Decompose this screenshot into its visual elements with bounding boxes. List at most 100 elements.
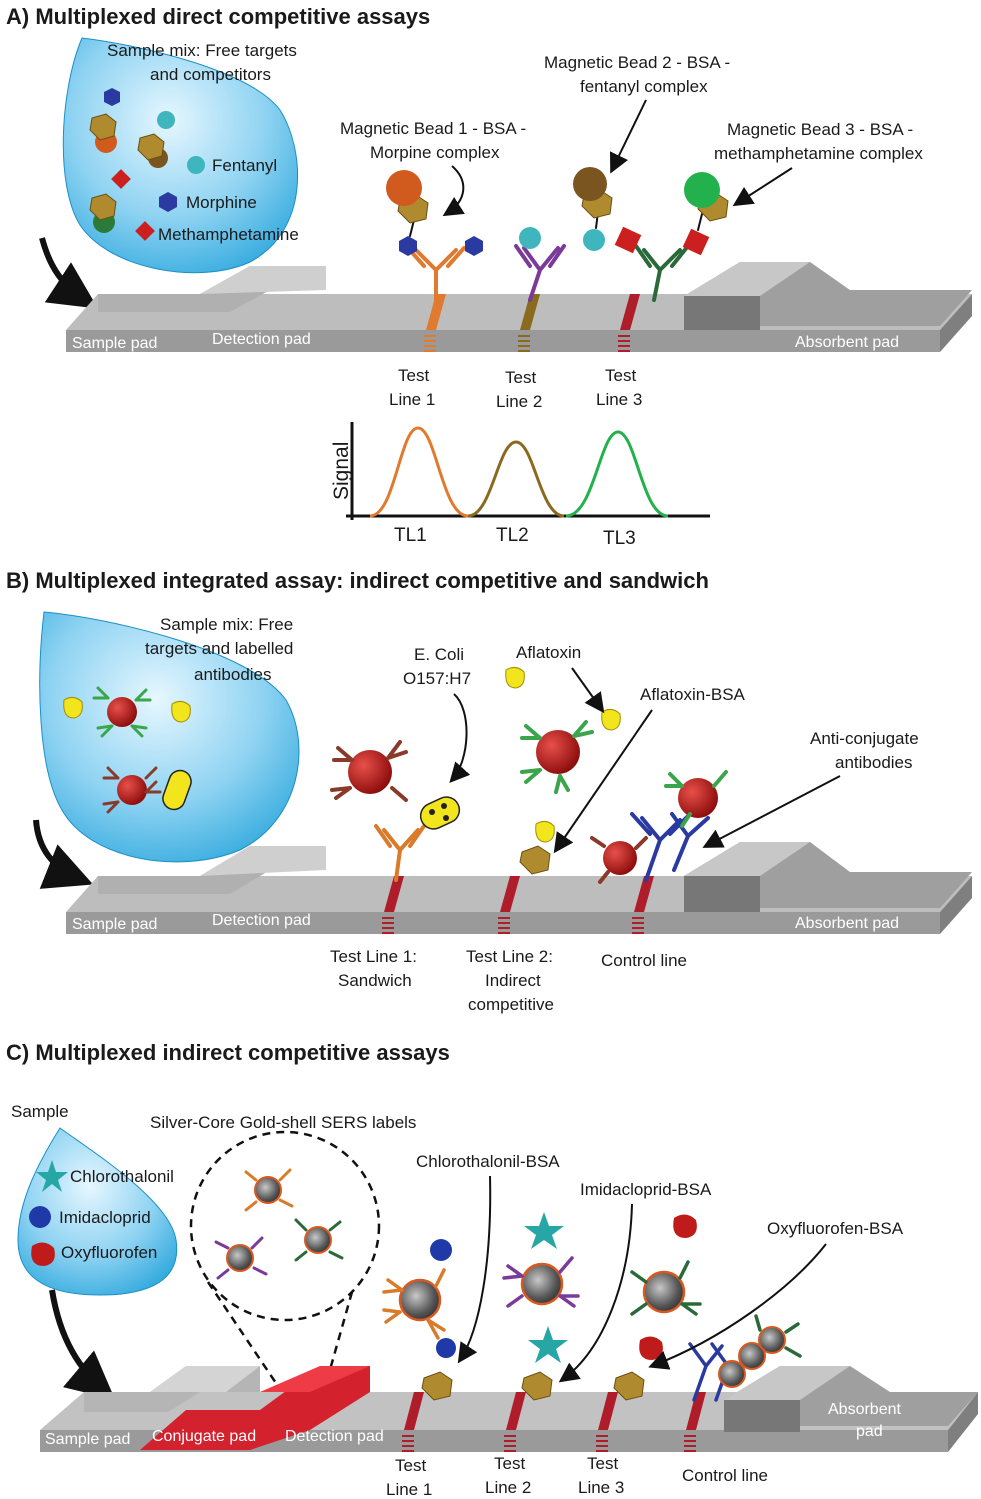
detection-pad-label-c: Detection pad: [285, 1428, 384, 1445]
sample-pad-label-c: Sample pad: [45, 1431, 130, 1448]
sample-label-c: Sample: [11, 1102, 69, 1121]
panel-a: A) Multiplexed direct competitive assays…: [6, 4, 972, 549]
morphine-legend-icon: [159, 192, 177, 212]
absorbent-pad-label-a: Absorbent pad: [795, 334, 899, 351]
detection-pad-label-b: Detection pad: [212, 912, 311, 929]
panel-b-title: B) Multiplexed integrated assay: indirec…: [6, 568, 709, 593]
panel-a-title: A) Multiplexed direct competitive assays: [6, 4, 430, 29]
tl1-b-l1: Test Line 1:: [330, 947, 417, 966]
legend-methamphetamine: Methamphetamine: [158, 225, 299, 244]
aflatoxin-label: Aflatoxin: [516, 643, 581, 662]
sers-particles: [214, 1168, 344, 1280]
legend-fentanyl: Fentanyl: [212, 156, 277, 175]
bead1-label-line1: Magnetic Bead 1 - BSA -: [340, 119, 526, 138]
anticonj-label-l1: Anti-conjugate: [810, 729, 919, 748]
sample-mix-label-b1: Sample mix: Free: [160, 615, 293, 634]
morphine-icon: [104, 88, 120, 106]
ecoli-arrow: [449, 693, 471, 783]
sample-mix-label-b3: antibodies: [194, 665, 272, 684]
legend-imidacloprid: Imidacloprid: [59, 1208, 151, 1227]
panel-b: B) Multiplexed integrated assay: indirec…: [6, 568, 972, 1014]
legend-morphine: Morphine: [186, 193, 257, 212]
tl2-c-l2: Line 2: [485, 1478, 531, 1497]
signal-plot: Signal TL1 TL2 TL3: [330, 422, 710, 549]
plot-tick-tl2: TL2: [496, 525, 529, 546]
plot-tick-tl1: TL1: [394, 525, 427, 546]
tl2-c-l1: Test: [494, 1454, 525, 1473]
sample-pad-label-a: Sample pad: [72, 335, 157, 352]
bead2-label-line1: Magnetic Bead 2 - BSA -: [544, 53, 730, 72]
chloro-bsa-arrow: [457, 1175, 492, 1364]
test-strip-c: [40, 1366, 978, 1452]
control-complex: [590, 770, 728, 884]
peak-tl1: [369, 426, 469, 518]
legend-oxyfluorofen: Oxyfluorofen: [61, 1243, 157, 1262]
panel-c: C) Multiplexed indirect competitive assa…: [6, 1040, 978, 1499]
antibody-complex-1: [386, 170, 483, 302]
sers-label: Silver-Core Gold-shell SERS labels: [150, 1113, 416, 1132]
control-line-b: Control line: [601, 951, 687, 970]
fentanyl-icon: [157, 111, 175, 129]
bead2-label-line2: fentanyl complex: [580, 77, 708, 96]
flow-arrow-b: [33, 819, 94, 889]
flow-arrow-c: [49, 1289, 116, 1400]
sample-droplet-b: [39, 611, 300, 863]
peak-tl2: [467, 440, 565, 518]
test-line-3-l2: Line 3: [596, 390, 642, 409]
peak-tl3: [565, 430, 669, 518]
detection-pad-label-a: Detection pad: [212, 331, 311, 348]
ecoli-label-l1: E. Coli: [414, 645, 464, 664]
ecoli-label-l2: O157:H7: [403, 669, 471, 688]
test-line-1-l2: Line 1: [389, 390, 435, 409]
sample-mix-label-a1: Sample mix: Free targets: [107, 41, 297, 60]
bsa-icon: [137, 133, 165, 161]
tl2-b-l2: Indirect: [485, 971, 541, 990]
bead3-label-line1: Magnetic Bead 3 - BSA -: [727, 120, 913, 139]
tl1-c-l1: Test: [395, 1456, 426, 1475]
sample-mix-label-b2: targets and labelled: [145, 639, 293, 658]
panel-c-title: C) Multiplexed indirect competitive assa…: [6, 1040, 450, 1065]
plot-tick-tl3: TL3: [603, 528, 636, 549]
test-strip-b: [66, 842, 972, 934]
sample-droplet-a: [62, 37, 299, 274]
tl3-c-l2: Line 3: [578, 1478, 624, 1497]
bead3-label-line2: methamphetamine complex: [714, 144, 923, 163]
bead1-arrow: [442, 165, 465, 217]
test-line-2-l2: Line 2: [496, 392, 542, 411]
bsa-icon: [89, 113, 117, 141]
sandwich-complex: [330, 740, 461, 882]
test-line-1-l1: Test: [398, 366, 429, 385]
absorbent-label-c1: Absorbent: [828, 1401, 901, 1418]
absorbent-pad-label-b: Absorbent pad: [795, 915, 899, 932]
anticonj-arrow: [702, 775, 841, 848]
oxyfluorofen-legend-icon: [31, 1242, 55, 1266]
oxy-bsa-arrow: [648, 1243, 827, 1370]
sample-droplet-c: [17, 1127, 178, 1296]
flow-arrow-a: [39, 237, 99, 309]
tl1-c-l2: Line 1: [386, 1480, 432, 1499]
aflatoxin-bsa-arrow: [553, 709, 653, 854]
plot-ylabel: Signal: [330, 442, 353, 500]
methamphetamine-icon: [111, 169, 131, 189]
imida-bsa-label: Imidacloprid-BSA: [580, 1180, 712, 1199]
absorbent-label-c2: pad: [856, 1423, 883, 1440]
zoom-line-left: [206, 1281, 288, 1399]
tl2-b-l1: Test Line 2:: [466, 947, 553, 966]
indirect-complex: [505, 666, 621, 875]
bead3-arrow: [732, 167, 793, 207]
droplet-b-contents: [63, 686, 192, 814]
aflatoxin-arrow: [571, 667, 605, 714]
tl2-b-l3: competitive: [468, 995, 554, 1014]
control-line-c: Control line: [682, 1466, 768, 1485]
complexes-c: [382, 1212, 802, 1402]
imida-bsa-arrow: [558, 1203, 633, 1383]
methamphetamine-legend-icon: [135, 221, 155, 241]
chlorothalonil-legend-icon: [36, 1160, 68, 1192]
bead1-label-line2: Morpine complex: [370, 143, 500, 162]
fentanyl-legend-icon: [187, 156, 205, 174]
sample-mix-label-a2: and competitors: [150, 65, 271, 84]
sers-zoom-circle: [189, 1130, 381, 1322]
tl3-c-l1: Test: [587, 1454, 618, 1473]
oxy-bsa-label: Oxyfluorofen-BSA: [767, 1219, 904, 1238]
